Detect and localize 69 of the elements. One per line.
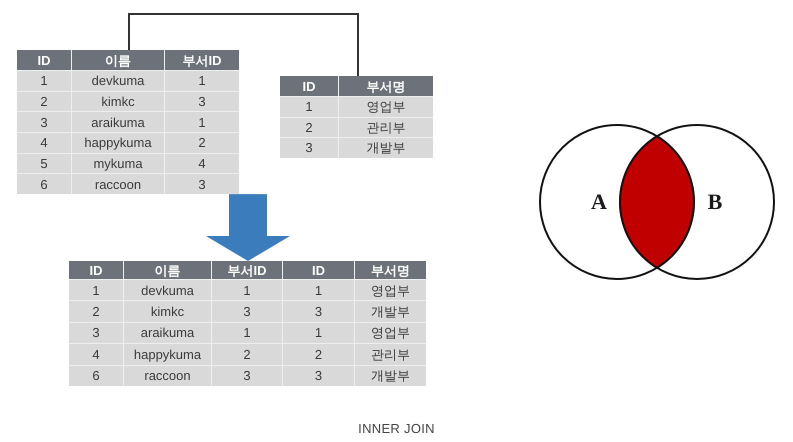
table-cell: happykuma [124, 344, 211, 365]
table-header-cell: 부서ID [212, 261, 282, 279]
table-cell: happykuma [72, 133, 164, 153]
table-header-cell: 이름 [72, 50, 164, 70]
table-cell: raccoon [72, 174, 164, 194]
table-cell: 5 [17, 154, 71, 174]
venn-circle [619, 124, 775, 280]
block-arrow [206, 194, 290, 261]
set-label: B [708, 191, 722, 213]
table-cell: devkuma [72, 71, 164, 91]
table-header-cell: 이름 [124, 261, 211, 279]
table-cell: 3 [280, 138, 338, 158]
connector-line [128, 13, 359, 76]
table-cell: 개발부 [355, 366, 426, 386]
table-header-cell: ID [283, 261, 354, 279]
table-cell: mykuma [72, 154, 164, 174]
table-header-cell: 부서명 [355, 261, 426, 279]
venn-circle [539, 124, 695, 280]
table-cell: 6 [17, 174, 71, 194]
table-cell: kimkc [124, 301, 211, 322]
table-cell: 1 [69, 280, 123, 300]
table-header-cell: 부서명 [339, 76, 433, 96]
caption: INNER JOIN [357, 421, 436, 436]
table-cell: 1 [280, 97, 338, 116]
table-header-cell: 부서ID [165, 50, 239, 70]
table-cell: 1 [212, 322, 282, 344]
table-header-cell: ID [17, 50, 71, 70]
table-cell: 1 [283, 322, 354, 344]
table-cell: 2 [280, 118, 338, 137]
data-table [280, 76, 433, 158]
table-cell: 2 [17, 92, 71, 112]
table-cell: 1 [212, 280, 282, 300]
table-cell: 1 [165, 112, 239, 132]
table-cell: 4 [69, 344, 123, 365]
table-cell: 4 [17, 133, 71, 153]
data-table [17, 50, 239, 194]
table-cell: 3 [69, 322, 123, 344]
table-cell: 2 [283, 344, 354, 365]
table-cell: 2 [69, 301, 123, 322]
table-cell: araikuma [124, 322, 211, 344]
table-cell: 개발부 [339, 138, 433, 158]
table-cell: 2 [165, 133, 239, 153]
table-cell: 영업부 [339, 97, 433, 116]
table-cell: araikuma [72, 112, 164, 132]
table-cell: 영업부 [355, 280, 426, 300]
table-header-cell: ID [280, 76, 338, 96]
table-cell: 1 [17, 71, 71, 91]
table-cell: 2 [212, 344, 282, 365]
table-cell: 3 [283, 366, 354, 386]
table-cell: 3 [212, 301, 282, 322]
table-cell: 3 [283, 301, 354, 322]
table-cell: 관리부 [339, 118, 433, 137]
table-cell: 3 [165, 92, 239, 112]
table-cell: 영업부 [355, 322, 426, 344]
table-cell: 4 [165, 154, 239, 174]
table-cell: raccoon [124, 366, 211, 386]
table-cell: 3 [165, 174, 239, 194]
table-cell: 1 [283, 280, 354, 300]
table-cell: 1 [165, 71, 239, 91]
set-label: A [591, 191, 607, 213]
table-cell: devkuma [124, 280, 211, 300]
table-cell: 6 [69, 366, 123, 386]
data-table [69, 261, 426, 386]
table-cell: 관리부 [355, 344, 426, 365]
table-header-cell: ID [69, 261, 123, 279]
table-cell: 개발부 [355, 301, 426, 322]
table-cell: 3 [17, 112, 71, 132]
table-cell: 3 [212, 366, 282, 386]
table-cell: kimkc [72, 92, 164, 112]
